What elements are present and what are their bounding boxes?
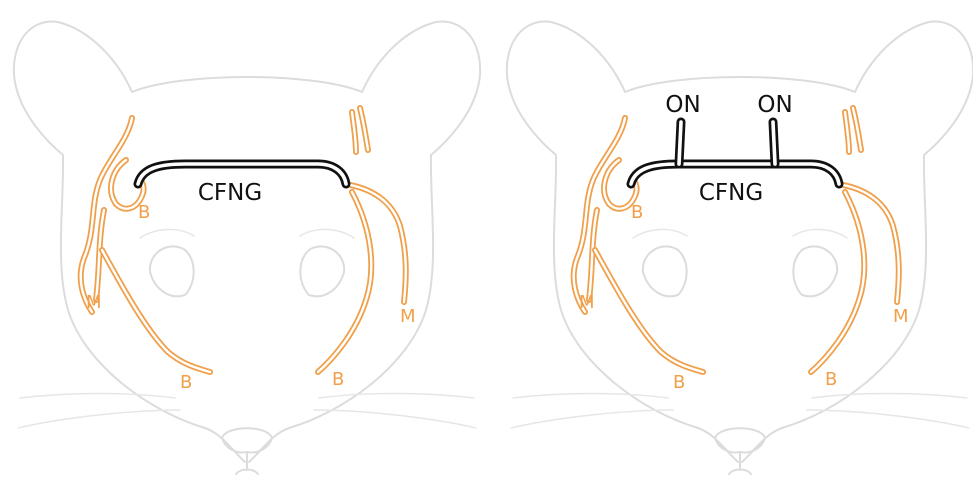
marginal-label-left: M bbox=[579, 292, 595, 313]
buccal-label-lower-left: B bbox=[180, 372, 192, 393]
marginal-label-right: M bbox=[893, 306, 909, 327]
buccal-label-lower-left: B bbox=[673, 372, 685, 393]
mouse-head-outline bbox=[507, 22, 973, 474]
cfng-label: CFNG bbox=[699, 180, 763, 206]
optic-nerve-graft-right bbox=[773, 122, 775, 164]
buccal-label-upper-left: B bbox=[138, 202, 150, 223]
cfng-label: CFNG bbox=[198, 180, 262, 206]
buccal-label-lower-right: B bbox=[825, 369, 837, 390]
on-label-right: ON bbox=[757, 92, 792, 118]
marginal-label-right: M bbox=[400, 306, 416, 327]
mouse-head-outline bbox=[14, 22, 480, 474]
marginal-label-left: M bbox=[86, 292, 102, 313]
buccal-label-upper-left: B bbox=[631, 202, 643, 223]
panel-cfng-on: ON ON CFNG B M B B M bbox=[507, 22, 973, 474]
buccal-label-lower-right: B bbox=[332, 369, 344, 390]
panel-cfng: CFNG B M B B M bbox=[14, 22, 480, 474]
optic-nerve-graft-left bbox=[679, 122, 681, 164]
on-label-left: ON bbox=[665, 92, 700, 118]
